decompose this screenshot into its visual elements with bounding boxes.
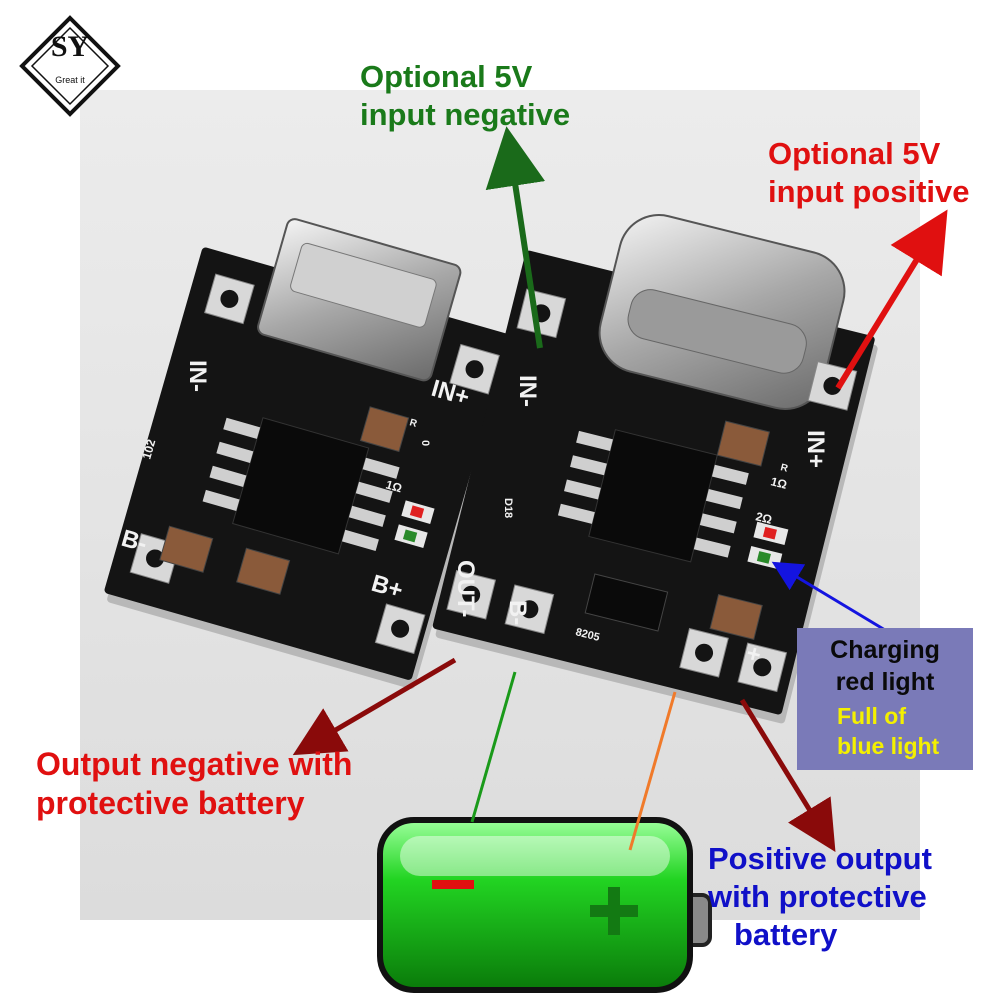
charging-status-text: Charging red light (830, 636, 940, 696)
arrow-status-leds (771, 561, 886, 632)
wire-battery-negative (470, 671, 517, 823)
right-board-marking: R (779, 462, 789, 475)
left-board-marking: 1Ω (384, 477, 404, 495)
right-charger-board (432, 214, 878, 724)
right-board-marking: 2Ω (754, 509, 774, 527)
brand-logo-text: SY (50, 30, 90, 63)
arrow-input-positive (835, 209, 948, 390)
left-charger-board (104, 218, 513, 689)
brand-logo (19, 15, 121, 117)
arrow-input-negative (485, 126, 546, 349)
arrow-positive-output (739, 698, 836, 853)
right-board-marking: 1Ω (769, 474, 789, 492)
battery-minus-sign (432, 880, 474, 889)
right-board-pin-label: IN- (514, 375, 541, 407)
label-input-positive: Optional 5V input positive (768, 136, 970, 209)
left-board-marking: 0 (419, 440, 431, 446)
wire-battery-positive (628, 691, 677, 851)
right-board-pin-label: B- (504, 600, 531, 625)
label-input-negative: Optional 5V input negative (360, 59, 571, 132)
arrow-output-negative (292, 657, 457, 756)
left-board-marking: 102 (139, 437, 158, 460)
right-board-marking: D18 (502, 498, 514, 518)
right-board-marking: 8205 (574, 626, 601, 644)
label-output-negative: Output negative with protective battery (36, 746, 353, 822)
label-positive-output: Positive output with protective battery (708, 841, 932, 952)
led-status-legend: Charging red light Full of blue light (797, 628, 973, 770)
battery-icon (377, 817, 712, 993)
right-board-pin-label: + (744, 640, 764, 670)
right-board-pin-label: IN+ (802, 430, 829, 468)
brand-logo-tagline: Great it (55, 75, 85, 85)
left-board-pin-label: IN- (184, 360, 211, 392)
left-board-marking: R (408, 417, 419, 430)
right-board-pin-label: OUT- (452, 560, 479, 617)
full-status-text: Full of blue light (837, 703, 940, 759)
